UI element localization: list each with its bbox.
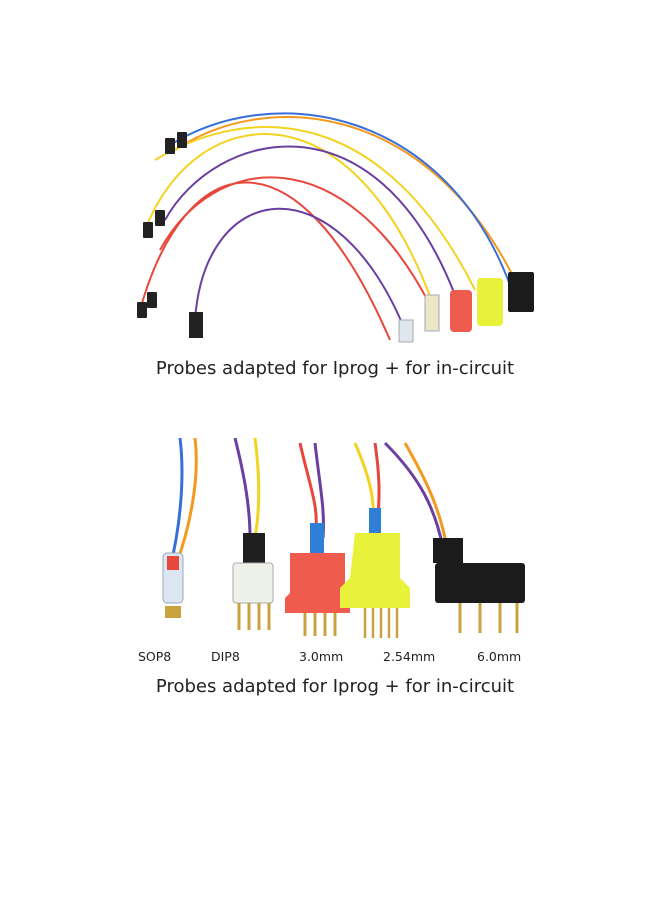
- wire-blue: [169, 112, 511, 286]
- cable-photo-top: Probes adapted for Iprog + for in-circui…: [125, 40, 545, 385]
- caption-bottom: Probes adapted for Iprog + for in-circui…: [155, 676, 515, 697]
- probe-sop8-small: [189, 312, 203, 338]
- dupont-connectors: [137, 132, 187, 318]
- wire-yellow: [144, 133, 436, 311]
- cable-illustration: [137, 112, 534, 343]
- probe-clear-small: [398, 319, 414, 343]
- probes-illustration: [162, 438, 525, 638]
- probe-red-small: [450, 290, 472, 332]
- label-sop8: SOP8: [138, 649, 172, 664]
- label-6mm: 6.0mm: [477, 649, 522, 664]
- probe-sop8: [162, 552, 184, 618]
- wire-purple: [164, 145, 456, 296]
- probe-dip8-small: [424, 294, 440, 332]
- probe-254mm-yellow: [340, 508, 410, 638]
- probe-photo-bottom: SOP8 DIP8 3.0mm 2.54mm 6.0mm Probes adap…: [125, 438, 545, 713]
- label-3mm: 3.0mm: [299, 649, 344, 664]
- probe-black-small: [508, 272, 534, 312]
- wire-red: [139, 181, 391, 341]
- probe-3mm-red: [285, 523, 350, 636]
- caption-top: Probes adapted for Iprog + for in-circui…: [155, 358, 515, 379]
- label-dip8: DIP8: [211, 649, 240, 664]
- probe-yellow-small: [477, 278, 503, 326]
- wire-purple-2: [194, 207, 406, 331]
- label-254mm: 2.54mm: [383, 649, 436, 664]
- wire-red-2: [159, 176, 431, 306]
- wire-yellow-2: [154, 126, 476, 291]
- probe-dip8: [232, 533, 274, 630]
- probe-6mm-black: [433, 538, 525, 633]
